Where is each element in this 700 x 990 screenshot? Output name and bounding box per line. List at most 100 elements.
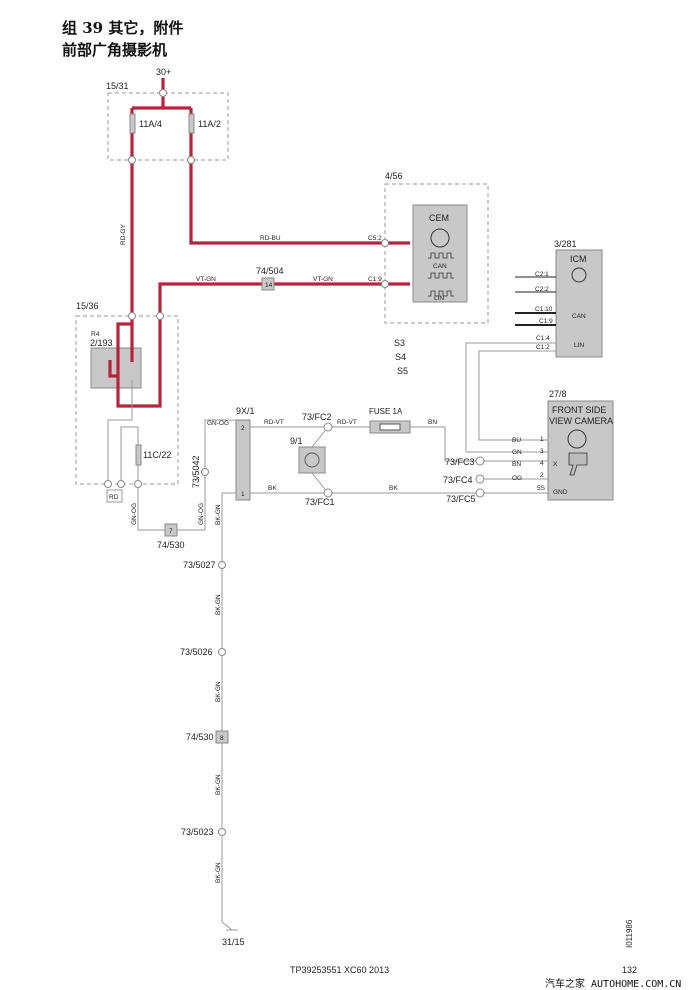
signal-icon bbox=[428, 252, 454, 297]
note-s3: S3 bbox=[394, 338, 405, 348]
rd-tag bbox=[106, 489, 123, 503]
node bbox=[134, 480, 142, 488]
splice-73-5026-label: 73/5026 bbox=[180, 647, 213, 657]
splice-73-5023-label: 73/5023 bbox=[181, 827, 214, 837]
connector-74-530 bbox=[164, 523, 178, 537]
camera-pin: 5S bbox=[537, 485, 546, 492]
splice-fc4-label: 73/FC4 bbox=[443, 475, 473, 485]
camera-gnd: GND bbox=[553, 489, 568, 496]
fuse-11a4-label: 11A/4 bbox=[139, 119, 162, 129]
camera-wire-gn: GN bbox=[512, 449, 522, 456]
splice-fc2 bbox=[323, 422, 333, 432]
relay-name: R4 bbox=[91, 331, 100, 338]
fuse-11c22-label: 11C/22 bbox=[143, 450, 171, 460]
camera-lens-icon bbox=[304, 452, 320, 468]
wire-label-gn-og-2: GN-OG bbox=[198, 503, 205, 525]
wire-label-bk-gn: BK-GN bbox=[215, 504, 222, 525]
splice-73-5027-label: 73/5027 bbox=[183, 560, 216, 570]
relaybox-15-36 bbox=[75, 315, 179, 485]
wire-label-vt-gn-2: VT-GN bbox=[313, 276, 333, 283]
wire-label-rd-bu: RD-BU bbox=[260, 235, 281, 242]
transistor-icon bbox=[430, 228, 450, 248]
icm-id: 3/281 bbox=[554, 239, 577, 249]
cem-pin-c19: C1:9 bbox=[368, 276, 382, 283]
front-side-view-camera bbox=[547, 400, 614, 501]
icm-can: CAN bbox=[572, 313, 586, 320]
icm-block bbox=[555, 249, 603, 358]
splice-fc2-label: 73/FC2 bbox=[302, 412, 332, 422]
camera-icon bbox=[568, 452, 588, 476]
fuse-1a-label: FUSE 1A bbox=[369, 407, 403, 416]
splice-fc5 bbox=[475, 488, 485, 498]
wire-label-bk: BK bbox=[268, 485, 277, 492]
splice-fc1 bbox=[323, 488, 333, 498]
gn-og-wire bbox=[137, 419, 236, 531]
connector-74-504-pin: 14 bbox=[265, 282, 273, 289]
ground-label: 31/15 bbox=[222, 937, 245, 947]
node bbox=[187, 156, 195, 164]
title-line-2: 前部广角摄影机 bbox=[62, 41, 167, 59]
camera-wire-bn: BN bbox=[512, 461, 521, 468]
splice-73-5023 bbox=[218, 828, 226, 836]
wire-label-bk-gn: BK-GN bbox=[215, 681, 222, 702]
node bbox=[381, 280, 389, 288]
icm-wires bbox=[515, 276, 556, 293]
icm-pin: C1:10 bbox=[535, 306, 553, 313]
node bbox=[128, 156, 136, 164]
connector-74-530-b-pin: 8 bbox=[220, 735, 224, 742]
cem-pin-c52: C5:2 bbox=[368, 235, 382, 242]
icm-can-wires bbox=[515, 312, 556, 326]
node bbox=[104, 480, 112, 488]
connector-74-530-label: 74/530 bbox=[157, 540, 185, 550]
icm-pin: C1:9 bbox=[539, 318, 553, 325]
cem-name: CEM bbox=[429, 213, 449, 223]
wire-label-gn-og: GN-OG bbox=[131, 503, 138, 525]
splice-73-5026 bbox=[218, 648, 226, 656]
splice-fc1-label: 73/FC1 bbox=[305, 497, 335, 507]
icm-camera-wires bbox=[465, 342, 556, 453]
splice-73-5042 bbox=[201, 468, 209, 476]
fuse-11a4 bbox=[129, 113, 136, 134]
splice-73-5027 bbox=[218, 561, 226, 569]
camera-wire-og: OG bbox=[512, 475, 522, 482]
wire-label-bk-gn: BK-GN bbox=[215, 862, 222, 883]
camera-pin: 1 bbox=[540, 436, 544, 443]
connector-9x1-pin2: 2 bbox=[241, 425, 245, 432]
node bbox=[128, 312, 136, 320]
cem-can: CAN bbox=[433, 263, 447, 270]
camera-pin: 2 bbox=[540, 472, 544, 479]
cem-block bbox=[412, 204, 468, 303]
icm-pin: C2:2 bbox=[535, 286, 549, 293]
transistor-icon bbox=[571, 267, 587, 283]
relay-id: 2/193 bbox=[90, 338, 113, 348]
fuse-element bbox=[379, 423, 401, 431]
connector-74-504-label: 74/504 bbox=[256, 266, 284, 276]
main-grey-wires bbox=[221, 426, 548, 922]
supply-30-label: 30+ bbox=[156, 67, 171, 77]
transistor-icon bbox=[567, 429, 587, 449]
watermark: 汽车之家 AUTOHOME.COM.CN bbox=[545, 977, 681, 990]
icm-lin: LIN bbox=[574, 342, 584, 349]
relay-grey-wires bbox=[107, 380, 139, 484]
splice-fc3-label: 73/FC3 bbox=[445, 457, 475, 467]
cem-module-box bbox=[384, 183, 489, 324]
splice-fc5-label: 73/FC5 bbox=[446, 494, 476, 504]
relay-red-wires bbox=[108, 316, 162, 408]
relaybox-id: 15/36 bbox=[76, 301, 99, 311]
connector-9x1-pin1: 1 bbox=[241, 491, 245, 498]
splice-fc3 bbox=[475, 456, 485, 466]
fuse-11c22 bbox=[135, 444, 142, 466]
node bbox=[381, 239, 389, 247]
connector-9x1-label: 9X/1 bbox=[236, 406, 255, 416]
icm-pin: C2:1 bbox=[535, 271, 549, 278]
connector-74-530-b bbox=[215, 730, 229, 744]
wire-label-bk-gn: BK-GN bbox=[215, 774, 222, 795]
splice-73-5042-label: 73/5042 bbox=[191, 455, 201, 488]
fuse-11a2-label: 11A/2 bbox=[198, 119, 221, 129]
wire-label-bk-2: BK bbox=[389, 485, 398, 492]
ground-icon bbox=[221, 921, 238, 931]
component-9-1-label: 9/1 bbox=[290, 436, 303, 446]
camera-pin: 3 bbox=[540, 448, 544, 455]
